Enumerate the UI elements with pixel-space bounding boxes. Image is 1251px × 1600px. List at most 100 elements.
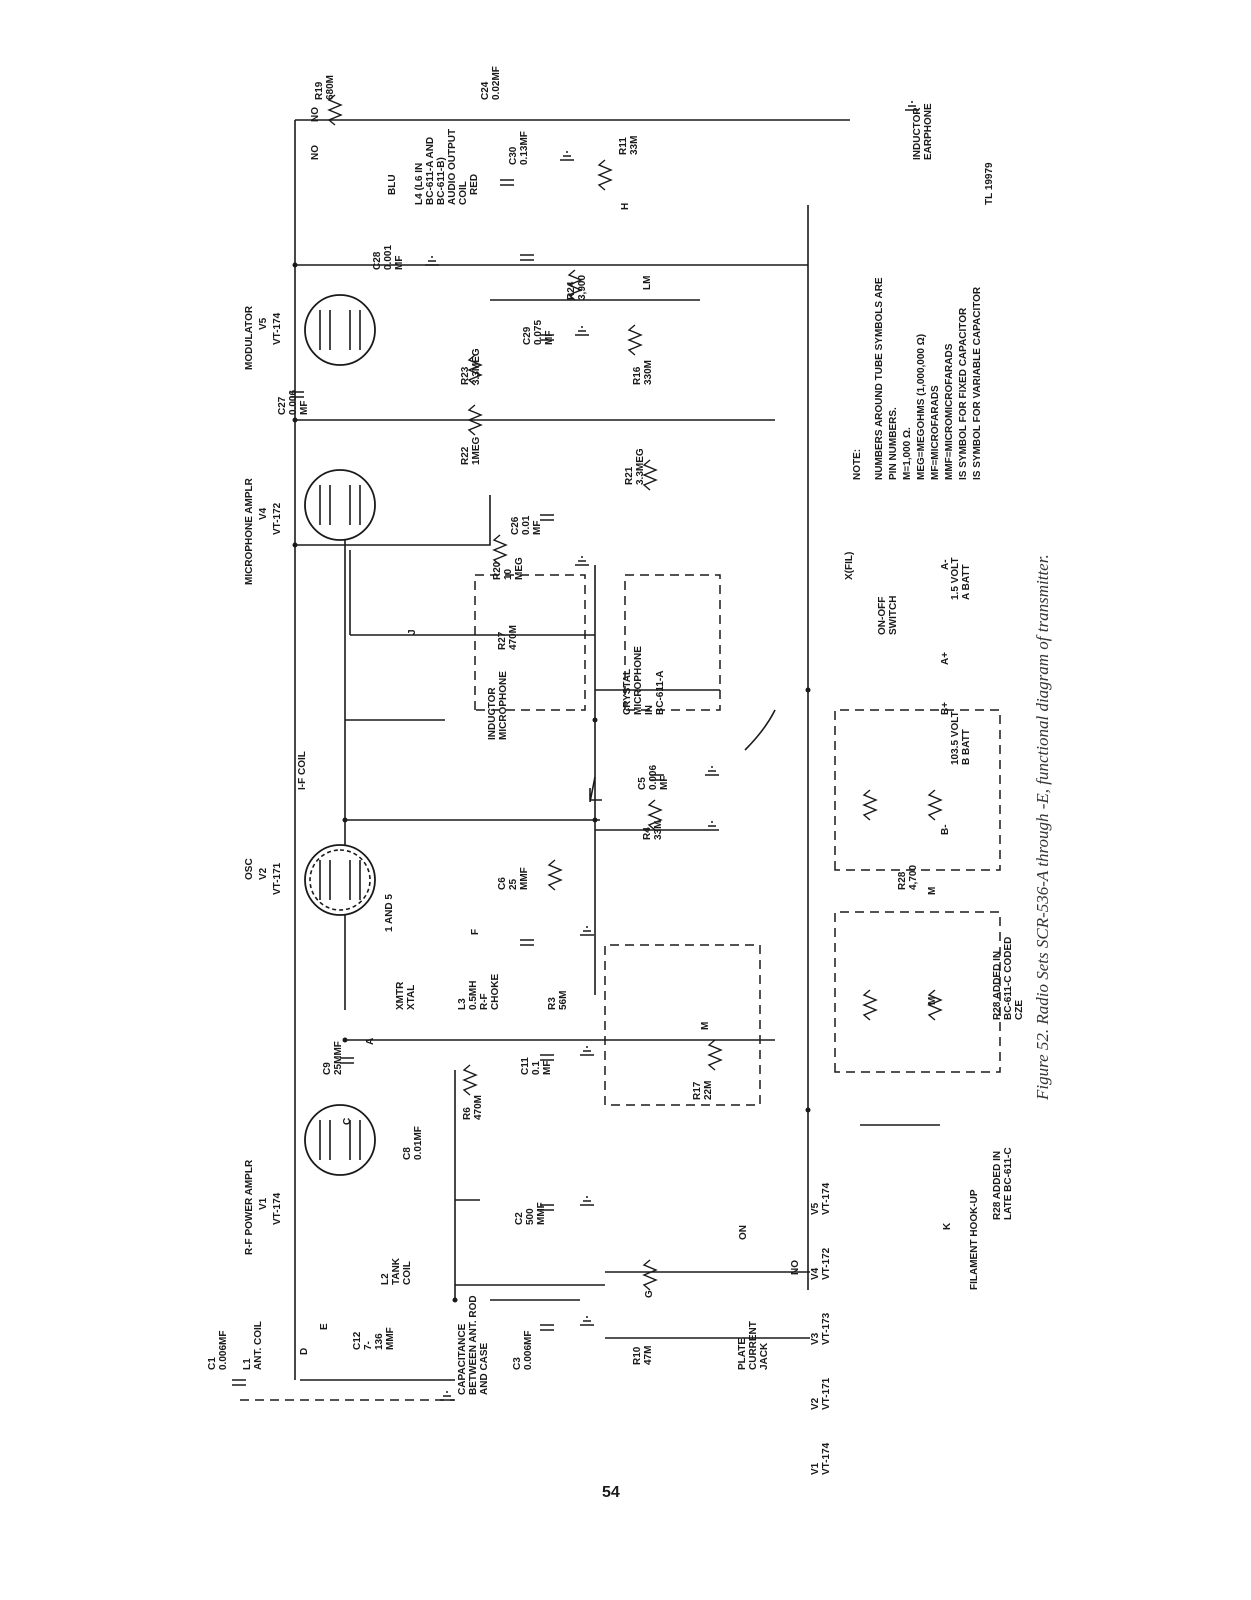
wire-red-label: RED xyxy=(469,174,480,195)
r22-label: R22 xyxy=(460,446,471,465)
l2-label: TANK xyxy=(391,1257,402,1285)
c6-label: 25 xyxy=(508,878,519,890)
ground-symbols xyxy=(425,101,919,1401)
switch-letter: C xyxy=(342,1118,353,1125)
tube-v4 xyxy=(304,469,376,541)
r23-label: R23 xyxy=(460,366,471,385)
c6-label: C6 xyxy=(497,877,508,890)
filament-tube-label: VT-172 xyxy=(821,1247,832,1280)
v2-ref: V2 xyxy=(258,867,269,880)
a-plus-label: A+ xyxy=(940,652,951,665)
tube-v5 xyxy=(304,294,376,366)
r17-label: R17 xyxy=(692,1081,703,1100)
c5-label: C5 xyxy=(637,777,648,790)
switch-letter: H xyxy=(620,203,631,210)
filament-tube-label: VT-173 xyxy=(821,1312,832,1345)
r3-label: R3 xyxy=(547,997,558,1010)
capacitance-label: BETWEEN ANT. ROD xyxy=(468,1295,479,1395)
r20-label: 10 xyxy=(503,568,514,580)
c30-label: C30 xyxy=(508,146,519,165)
c9-label: C9 xyxy=(322,1062,333,1075)
switch-letter: NO xyxy=(310,145,321,160)
v4-ref: V4 xyxy=(258,507,269,520)
c8-label: C8 xyxy=(402,1147,413,1160)
capacitance-label: AND CASE xyxy=(479,1342,490,1395)
filament-hookup-label: FILAMENT HOOK-UP xyxy=(969,1189,980,1290)
filament-tube-label: V2 xyxy=(810,1397,821,1410)
crystal-microphone-label: BC-611-A xyxy=(655,671,666,715)
c24-label: 0.02MF xyxy=(491,66,502,100)
r3-label: 56M xyxy=(558,991,569,1010)
r20-label: MEG xyxy=(514,557,525,580)
v4-title: MICROPHONE AMPLR xyxy=(244,477,255,585)
note-line: MF=MICROFARADS xyxy=(930,385,941,480)
figure-caption: Figure 52. Radio Sets SCR-536-A through … xyxy=(1033,554,1052,1101)
note-line: PIN NUMBERS. xyxy=(888,407,899,480)
c3-label: C3 xyxy=(512,1357,523,1370)
r11-label: 33M xyxy=(629,136,640,155)
r21-label: 3.3MEG xyxy=(635,448,646,485)
l3-label: R-F xyxy=(479,993,490,1010)
note-title: NOTE: xyxy=(852,449,863,480)
filament-tube-label: VT-174 xyxy=(821,1442,832,1475)
c11-label: 0.1 xyxy=(531,1061,542,1075)
r10-label: R10 xyxy=(632,1346,643,1365)
switch-letter: NO xyxy=(790,1260,801,1275)
c29-label: 0.075 xyxy=(533,320,544,345)
switch-letter: LM xyxy=(642,276,653,290)
l1-label: L1 xyxy=(242,1358,253,1370)
filament-tube-label: V4 xyxy=(810,1267,821,1280)
c1-label: 0.006MF xyxy=(218,1331,229,1370)
inductor-earphone-label: INDUCTOR xyxy=(912,107,923,160)
r28-label: 4,700 xyxy=(908,865,919,890)
note-line: IS SYMBOL FOR VARIABLE CAPACITOR xyxy=(972,286,983,480)
c11-label: MF xyxy=(542,1061,553,1075)
xtal-label: XMTR xyxy=(395,981,406,1010)
l3-label: CHOKE xyxy=(490,974,501,1010)
tube-v1 xyxy=(304,1104,376,1176)
switch-letter: K xyxy=(942,1222,953,1230)
capacitance-label: CAPACITANCE xyxy=(457,1323,468,1395)
c27-label: C27 xyxy=(277,396,288,415)
c12-label: MMF xyxy=(385,1327,396,1350)
c8-label: 0.01MF xyxy=(413,1126,424,1160)
plate-current-jack-label: JACK xyxy=(759,1342,770,1370)
c28-label: C28 xyxy=(372,251,383,270)
switch-letter: NO xyxy=(310,107,321,122)
c6-label: MMF xyxy=(519,867,530,890)
note-line: MMF=MICROMICROFARADS xyxy=(944,343,955,480)
drawing-number: TL 19979 xyxy=(984,162,995,205)
l1-label: ANT. COIL xyxy=(253,1321,264,1370)
filament-tube-label: V5 xyxy=(810,1202,821,1215)
filament-tube-label: VT-174 xyxy=(821,1182,832,1215)
switch-letter: J xyxy=(407,629,418,635)
crystal-microphone-label: MICROPHONE xyxy=(633,646,644,715)
junction-dots xyxy=(292,262,811,1303)
note-line: IS SYMBOL FOR FIXED CAPACITOR xyxy=(958,307,969,480)
crystal-microphone-label: CRYSTAL xyxy=(622,669,633,715)
c12-label: C12 xyxy=(352,1331,363,1350)
resistor-symbols xyxy=(327,94,943,1291)
r16-label: R16 xyxy=(632,366,643,385)
filament-tube-label: VT-171 xyxy=(821,1377,832,1410)
r20-label: R20 xyxy=(492,561,503,580)
swap-arrow-top xyxy=(589,776,602,803)
switch-letter: G xyxy=(644,1290,655,1298)
l2-label: L2 xyxy=(380,1273,391,1285)
inductor-earphone-label: EARPHONE xyxy=(923,103,934,160)
c27-label: 0.006 xyxy=(288,390,299,415)
r28-late-box xyxy=(834,911,1001,1073)
page-number: 54 xyxy=(602,1484,620,1501)
if-coil-label: I-F COIL xyxy=(297,751,308,790)
r10-label: 47M xyxy=(643,1346,654,1365)
v2-type: VT-171 xyxy=(272,862,283,895)
c30-label: 0.13MF xyxy=(519,131,530,165)
b-batt-label: B BATT xyxy=(961,729,972,765)
filament-tube-label: V3 xyxy=(810,1332,821,1345)
c12-label: 136 xyxy=(374,1333,385,1350)
on-off-switch-label: SWITCH xyxy=(888,596,899,635)
v1-type: VT-174 xyxy=(272,1192,283,1225)
l4-label: BC-611-B) xyxy=(436,157,447,205)
wire-blu-label: BLU xyxy=(387,174,398,195)
